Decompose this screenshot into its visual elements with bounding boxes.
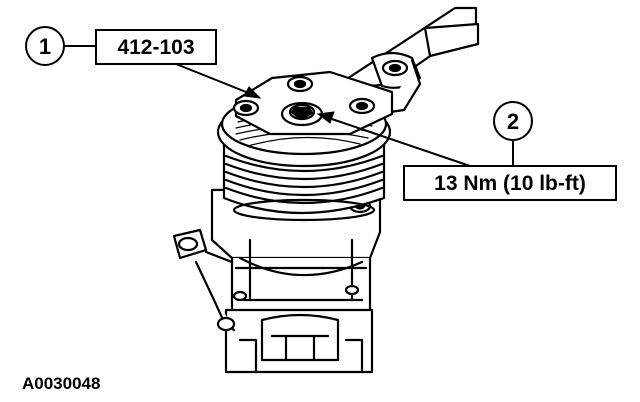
figure-id: A0030048 [22,374,100,393]
center-bolt [280,101,324,127]
callout-1-arrow-line [175,63,257,97]
callout-1-label: 412-103 [117,36,194,59]
holding-tool-plate [232,70,394,136]
callout-2-arrowhead [316,111,335,124]
callout-1-box [95,29,217,65]
compressor-body [210,186,382,374]
callout-1: 1 412-103 [25,26,262,99]
callout-2-number: 2 [507,109,519,134]
callout-1-arrowhead [243,86,262,99]
callout-2-label: 13 Nm (10 lb-ft) [434,172,586,195]
callout-2-box [403,165,617,201]
callout-2: 2 13 Nm (10 lb-ft) [316,101,617,201]
mounting-bracket [172,228,236,332]
callout-2-arrow-line [325,116,471,167]
callout-1-number: 1 [39,34,51,59]
compressor-illustration [172,6,480,374]
holding-tool-handle [328,6,480,114]
